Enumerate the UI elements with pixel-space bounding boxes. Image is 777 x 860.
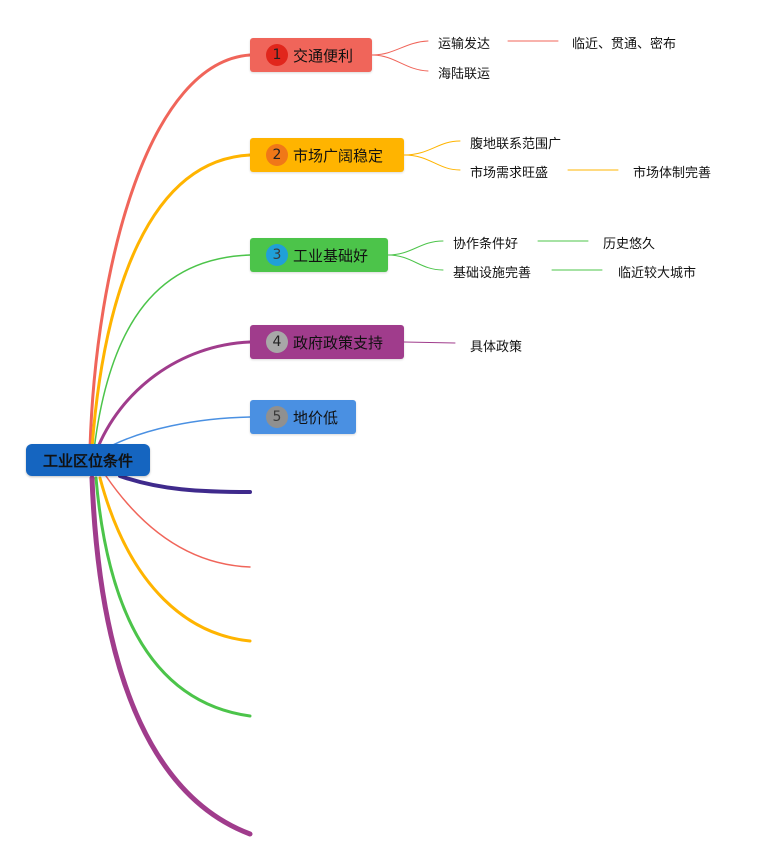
leaf-node[interactable]: 运输发达	[438, 37, 491, 52]
branch-label: 交通便利	[293, 46, 354, 65]
leaf-child-node[interactable]: 市场体制完善	[633, 166, 712, 181]
number-badge-1: 1	[266, 44, 288, 66]
leaf-node[interactable]: 腹地联系范围广	[470, 137, 562, 152]
leaf-child-node[interactable]: 临近、贯通、密布	[572, 37, 677, 52]
edge-leaf	[387, 240, 444, 256]
edge-root-branch-3	[93, 254, 251, 451]
branch-node-land-price[interactable]: 5 地价低	[250, 400, 356, 434]
leaf-node[interactable]: 协作条件好	[453, 237, 519, 252]
leaf-child-node[interactable]: 历史悠久	[603, 237, 656, 252]
edge-empty-branch	[89, 475, 253, 837]
leaf-node[interactable]: 海陆联运	[438, 67, 491, 82]
edge-root-branch-4	[94, 340, 252, 454]
root-node[interactable]: 工业区位条件	[26, 444, 150, 476]
edge-root-branch-2	[90, 153, 252, 450]
edge-leaf	[371, 54, 429, 72]
branch-node-market[interactable]: 2 市场广阔稳定	[250, 138, 404, 172]
root-label: 工业区位条件	[42, 451, 133, 470]
branch-node-policy[interactable]: 4 政府政策支持	[250, 325, 404, 359]
edge-leaf	[403, 154, 461, 171]
leaf-child-node[interactable]: 临近较大城市	[618, 266, 697, 281]
edge-leaf	[387, 254, 444, 271]
edge-empty-branch	[98, 476, 252, 643]
leaf-node[interactable]: 基础设施完善	[453, 266, 532, 281]
branch-label: 市场广阔稳定	[293, 146, 384, 165]
edge-leaf	[403, 140, 461, 156]
edge-empty-branch	[105, 475, 251, 568]
leaf-node[interactable]: 具体政策	[470, 340, 523, 355]
number-badge-4: 4	[266, 331, 288, 353]
number-badge-2: 2	[266, 144, 288, 166]
branch-label: 地价低	[293, 408, 339, 427]
edge-leaf	[371, 40, 429, 56]
edge-empty-branch	[94, 476, 252, 718]
branch-node-industrial-base[interactable]: 3 工业基础好	[250, 238, 388, 272]
branch-node-transport[interactable]: 1 交通便利	[250, 38, 372, 72]
branch-label: 工业基础好	[293, 246, 369, 265]
edge-leaf	[403, 341, 456, 344]
branch-label: 政府政策支持	[293, 333, 384, 352]
edge-root-branch-1	[88, 53, 252, 450]
number-badge-5: 5	[266, 406, 288, 428]
edge-empty-branch	[118, 474, 252, 494]
number-badge-3: 3	[266, 244, 288, 266]
leaf-node[interactable]: 市场需求旺盛	[470, 166, 549, 181]
